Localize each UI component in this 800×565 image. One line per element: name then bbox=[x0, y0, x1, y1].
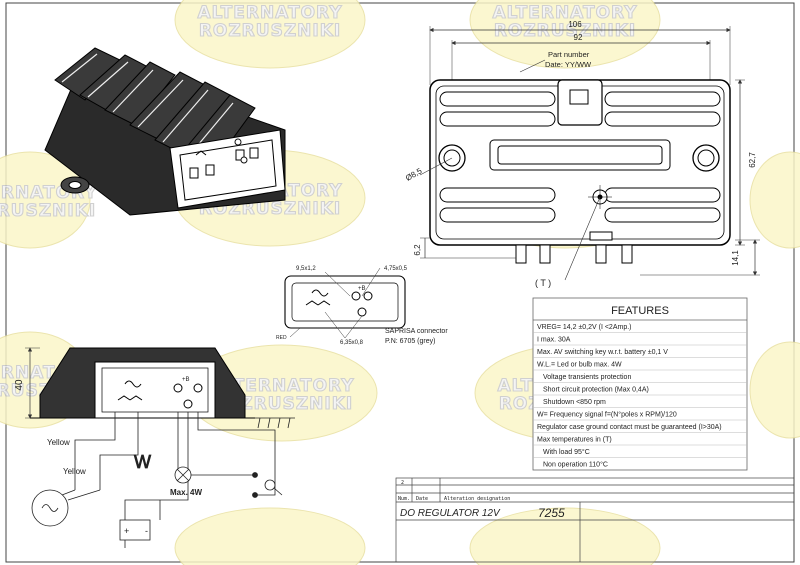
rev-number: 2 bbox=[401, 480, 404, 486]
top-view: 106 92 Part number Date: YY/WW bbox=[404, 20, 760, 288]
wire-yellow-1: Yellow bbox=[47, 438, 70, 447]
dim-width-outer: 106 bbox=[568, 20, 582, 29]
title-block bbox=[395, 477, 795, 563]
connector-detail: +B 9,5x1,2 4,75x0,5 6,35x0,8 SAPRISA con… bbox=[276, 266, 448, 346]
wiring-diagram bbox=[31, 412, 295, 548]
dim-terminal-height: 14,1 bbox=[731, 250, 740, 266]
connector-dim-a: 9,5x1,2 bbox=[296, 266, 316, 272]
col-num: Num. bbox=[398, 496, 410, 502]
watermark-line2: ROZRUSZNIKI bbox=[0, 201, 96, 221]
features-table: FEATURES VREG= 14,2 ±0,2V (I <2Amp.) I ma… bbox=[532, 297, 748, 471]
dim-side-height: 40 bbox=[14, 379, 25, 391]
feature-row: W.L.= Led or bulb max. 4W bbox=[537, 362, 622, 369]
feature-row: Max temperatures in (T) bbox=[537, 437, 612, 444]
features-title: FEATURES bbox=[611, 305, 669, 317]
feature-row: W= Frequency signal f=(N°poles x RPM)/12… bbox=[537, 411, 677, 419]
side-view: 40 +B bbox=[14, 347, 255, 419]
feature-row: Max. AV switching key w.r.t. battery ±0,… bbox=[537, 349, 668, 356]
title-block-text: 2 Num. Date Alteration designation DO RE… bbox=[398, 480, 565, 520]
feature-row: With load 95°C bbox=[543, 448, 590, 456]
svg-text:+B: +B bbox=[182, 377, 190, 383]
dim-hole: Ø8,5 bbox=[404, 166, 424, 183]
feature-row: VREG= 14,2 ±0,2V (I <2Amp.) bbox=[537, 324, 632, 331]
watermark-line2: ROZRUSZNIKI bbox=[211, 394, 353, 414]
dim-width-inner: 92 bbox=[574, 33, 583, 42]
watermark-line2: ROZRUSZNIKI bbox=[199, 21, 341, 41]
part-label-line1: Part number bbox=[548, 50, 590, 59]
dim-base-offset: 6,2 bbox=[413, 244, 422, 256]
feature-row: Shutdown <850 rpm bbox=[543, 399, 606, 406]
watermark-line1: ALTERNATORY bbox=[197, 3, 342, 23]
lamp-label: Max. 4W bbox=[170, 488, 202, 497]
connector-dim-c: 6,35x0,8 bbox=[340, 340, 364, 346]
wire-w-label: W bbox=[134, 452, 151, 472]
watermark-line2: ROZRUSZNIKI bbox=[494, 21, 636, 41]
drawing-name: DO REGULATOR 12V bbox=[400, 508, 501, 519]
dim-height: 62,7 bbox=[748, 152, 757, 168]
feature-row: Non operation 110°C bbox=[543, 461, 608, 469]
part-label-line2: Date: YY/WW bbox=[545, 60, 592, 69]
wire-yellow-2: Yellow bbox=[63, 467, 86, 476]
feature-row: Regulator case ground contact must be gu… bbox=[537, 424, 722, 431]
connector-label1: SAPRISA connector bbox=[385, 328, 448, 335]
connector-dim-b: 4,75x0,5 bbox=[384, 266, 408, 272]
feature-row: Voltage transients protection bbox=[543, 374, 631, 381]
terminal-mark: ( T ) bbox=[535, 278, 551, 288]
col-date: Date bbox=[416, 496, 428, 502]
battery-plus: + bbox=[124, 526, 129, 536]
connector-red-label: RED bbox=[276, 335, 287, 341]
connector-label2: P.N: 6705 (grey) bbox=[385, 338, 435, 345]
battery-minus: - bbox=[145, 526, 148, 536]
plus-b-mark: +B bbox=[358, 286, 366, 292]
feature-row: Short circuit protection (Max 0,4A) bbox=[543, 387, 649, 394]
watermark-line1: ALTERNATORY bbox=[209, 376, 354, 396]
watermark-line1: ALTERNATORY bbox=[492, 3, 637, 23]
isometric-view bbox=[44, 47, 286, 216]
drawing-number: 7255 bbox=[538, 506, 565, 520]
wiring-labels: Yellow Yellow W Max. 4W + - bbox=[47, 438, 202, 536]
col-alteration: Alteration designation bbox=[444, 496, 510, 502]
feature-row: I max. 30A bbox=[537, 337, 571, 344]
